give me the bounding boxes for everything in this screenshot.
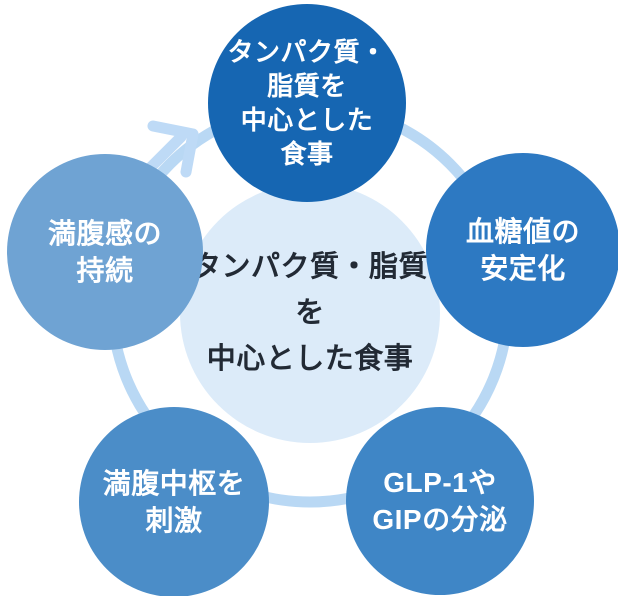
node-protein-fat-meal: タンパク質・ 脂質を 中心とした 食事 — [208, 4, 406, 202]
node-label-line: 血糖値の — [465, 216, 580, 247]
cycle-arrow-icon — [147, 120, 199, 178]
hub-label: タンパク質・脂質を 中心とした食事 — [180, 244, 440, 382]
node-blood-sugar-stability: 血糖値の 安定化 — [426, 153, 618, 347]
cycle-arrow-shaft — [141, 131, 187, 177]
hub-label-line: 中心とした食事 — [206, 343, 414, 375]
node-label-line: 満腹中枢を — [102, 468, 246, 499]
node-label: GLP-1や GIPの分泌 — [372, 464, 507, 538]
node-label-line: 刺激 — [145, 505, 203, 536]
node-label-line: 食事 — [280, 139, 334, 169]
node-label-line: タンパク質・ — [227, 37, 387, 67]
node-label-line: 中心とした — [240, 105, 374, 135]
hub-label-line: タンパク質・脂質を — [191, 251, 428, 329]
node-glp1-gip-secretion: GLP-1や GIPの分泌 — [346, 407, 534, 595]
node-label: 血糖値の 安定化 — [466, 213, 580, 287]
node-label: 満腹感の 持続 — [48, 215, 162, 289]
node-lasting-fullness: 満腹感の 持続 — [7, 154, 203, 350]
node-label: タンパク質・ 脂質を 中心とした 食事 — [227, 35, 386, 171]
node-label-line: 持続 — [76, 255, 134, 286]
node-label-line: GLP-1や — [383, 467, 497, 498]
node-label-line: 安定化 — [480, 253, 566, 284]
node-label-line: 満腹感の — [47, 218, 162, 249]
node-satiety-center-stimulation: 満腹中枢を 刺激 — [79, 407, 269, 596]
node-label-line: 脂質を — [267, 71, 347, 101]
node-label: 満腹中枢を 刺激 — [103, 465, 246, 539]
node-label-line: GIPの分泌 — [372, 504, 508, 535]
hub-circle: タンパク質・脂質を 中心とした食事 — [180, 183, 440, 443]
